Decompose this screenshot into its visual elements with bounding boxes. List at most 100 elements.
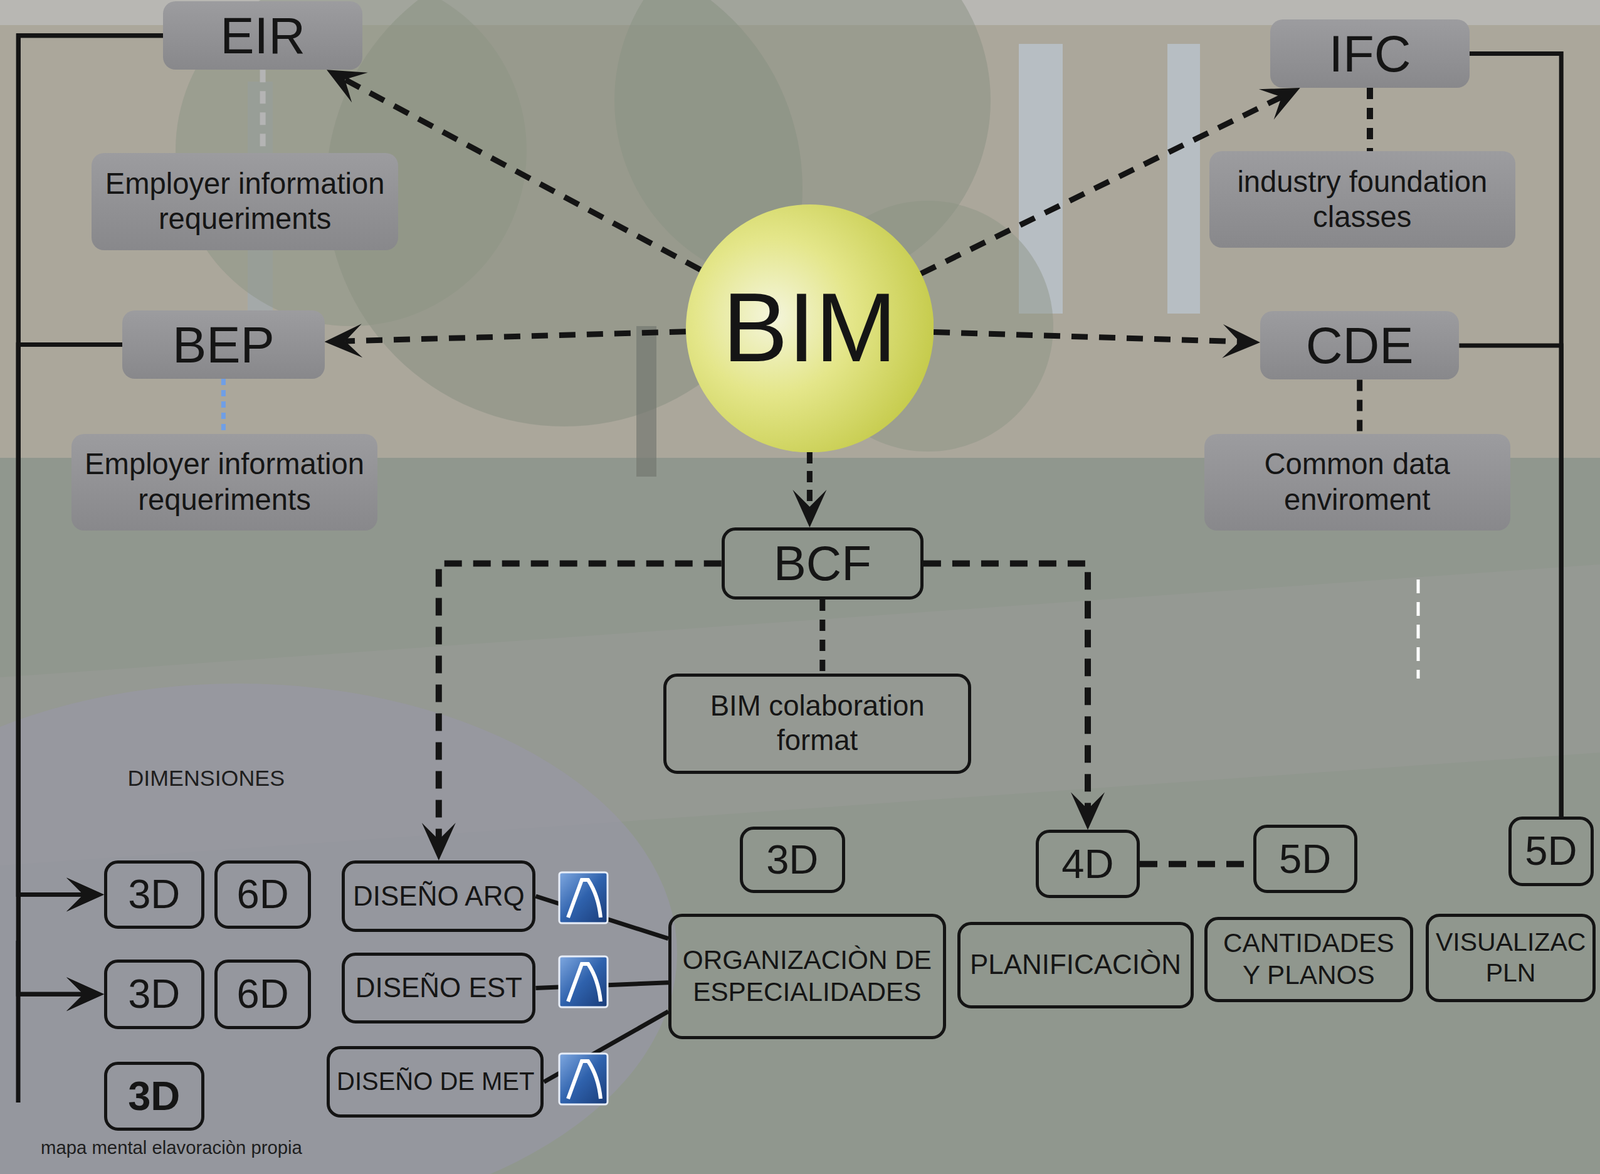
connector-line xyxy=(1356,379,1363,434)
connector xyxy=(324,323,686,358)
arrowhead xyxy=(1221,324,1261,358)
arrowhead xyxy=(326,69,369,103)
arrowhead xyxy=(66,976,105,1011)
icon-tile xyxy=(559,1053,608,1105)
node-text: Employer information requeriments xyxy=(78,446,370,518)
dimension-box: 6D xyxy=(214,860,312,929)
icon-glyph xyxy=(568,1060,601,1099)
section-label: DIMENSIONES xyxy=(127,765,285,792)
arrowhead xyxy=(324,323,364,358)
connector xyxy=(1369,87,1371,152)
connector xyxy=(1458,345,1562,817)
acronym-box: BEP xyxy=(122,310,325,379)
process-box: PLANIFICACIÒN xyxy=(957,921,1195,1009)
dimension-box: 4D xyxy=(1035,829,1140,898)
node-text: 3D xyxy=(127,969,180,1019)
node-text: EIR xyxy=(220,5,306,67)
node-text: 5D xyxy=(1278,834,1332,884)
arrowhead xyxy=(792,489,827,528)
connector-line xyxy=(438,563,722,840)
node-text: PLANIFICACIÒN xyxy=(969,947,1182,982)
revit-icon xyxy=(559,872,608,923)
node-text: VISUALIZAC PLN xyxy=(1435,926,1586,989)
icon-glyph xyxy=(568,879,601,918)
connector xyxy=(923,563,1105,830)
node-text: 3D xyxy=(127,1071,180,1121)
discipline-box: DISEÑO DE MET xyxy=(326,1045,545,1118)
node-text: industry foundation classes xyxy=(1216,164,1508,236)
definition-box: Common data enviroment xyxy=(1204,433,1511,532)
definition-box: BIM colaboration format xyxy=(663,673,972,774)
arrowhead xyxy=(1070,791,1105,830)
dimension-box: 5D xyxy=(1253,824,1358,893)
definition-box: industry foundation classes xyxy=(1209,151,1516,249)
node-text: DISEÑO DE MET xyxy=(336,1066,534,1097)
node-text: Common data enviroment xyxy=(1211,446,1503,518)
icon-tile xyxy=(559,956,608,1007)
connector-line xyxy=(260,69,266,153)
node-text: 5D xyxy=(1524,826,1577,876)
arrowhead xyxy=(66,877,105,912)
node-text: ORGANIZACIÒN DE ESPECIALIDADES xyxy=(678,944,936,1009)
icon-tile xyxy=(559,872,608,923)
acronym-box: BCF xyxy=(721,527,924,600)
node-text: BEP xyxy=(172,314,275,376)
connector-line xyxy=(1139,860,1254,868)
arrowhead xyxy=(421,822,456,861)
dimension-box: 6D xyxy=(214,959,312,1029)
connector-line xyxy=(1366,87,1374,152)
connector xyxy=(18,344,123,911)
connector xyxy=(933,324,1261,358)
dimension-box: 3D xyxy=(739,826,846,893)
node-text: 6D xyxy=(236,969,289,1019)
connector-line xyxy=(1458,345,1562,817)
hub-circle: BIM xyxy=(685,204,934,453)
node-text: IFC xyxy=(1328,23,1411,85)
discipline-box: DISEÑO EST xyxy=(341,952,536,1024)
connector xyxy=(223,378,224,434)
connector xyxy=(262,69,264,153)
process-box: VISUALIZAC PLN xyxy=(1425,913,1597,1003)
acronym-box: CDE xyxy=(1260,310,1459,380)
acronym-box: IFC xyxy=(1270,19,1469,88)
connector-line xyxy=(345,331,686,342)
hub-disc xyxy=(685,204,934,453)
connector xyxy=(1359,379,1360,434)
connector xyxy=(421,563,722,861)
node-text: CANTIDADES Y PLANOS xyxy=(1214,927,1404,992)
connector xyxy=(821,599,823,674)
connector-line xyxy=(933,332,1240,342)
definition-box: Employer information requeriments xyxy=(71,433,378,532)
process-box: ORGANIZACIÒN DE ESPECIALIDADES xyxy=(668,913,947,1039)
node-text: DISEÑO ARQ xyxy=(352,879,525,913)
node-text: 6D xyxy=(236,869,289,919)
node-text: 3D xyxy=(766,835,819,885)
connector-line xyxy=(806,452,813,507)
icon-glyph xyxy=(568,963,601,1002)
connector-line xyxy=(344,79,701,270)
node-text: BIM colaboration format xyxy=(673,689,962,758)
decor-dash xyxy=(1416,579,1421,679)
acronym-box: EIR xyxy=(163,1,362,70)
connector-line xyxy=(819,599,826,674)
node-text: BCF xyxy=(773,534,872,594)
connector xyxy=(1139,863,1254,864)
revit-icon xyxy=(559,956,608,1007)
connector xyxy=(792,452,827,528)
connector-line xyxy=(18,344,123,895)
node-text: 4D xyxy=(1061,839,1114,889)
connector-line xyxy=(221,378,226,434)
discipline-box: DISEÑO ARQ xyxy=(341,860,536,932)
node-text: DISEÑO EST xyxy=(355,971,523,1005)
process-box: CANTIDADES Y PLANOS xyxy=(1204,916,1414,1003)
node-text: BIM xyxy=(722,268,898,387)
revit-icon xyxy=(559,1053,608,1105)
dimension-box: 3D xyxy=(104,1061,205,1132)
arrowhead xyxy=(1258,87,1301,120)
dimension-box: 5D xyxy=(1508,816,1595,886)
node-text: 3D xyxy=(127,869,180,919)
dimension-box: 3D xyxy=(104,860,205,929)
